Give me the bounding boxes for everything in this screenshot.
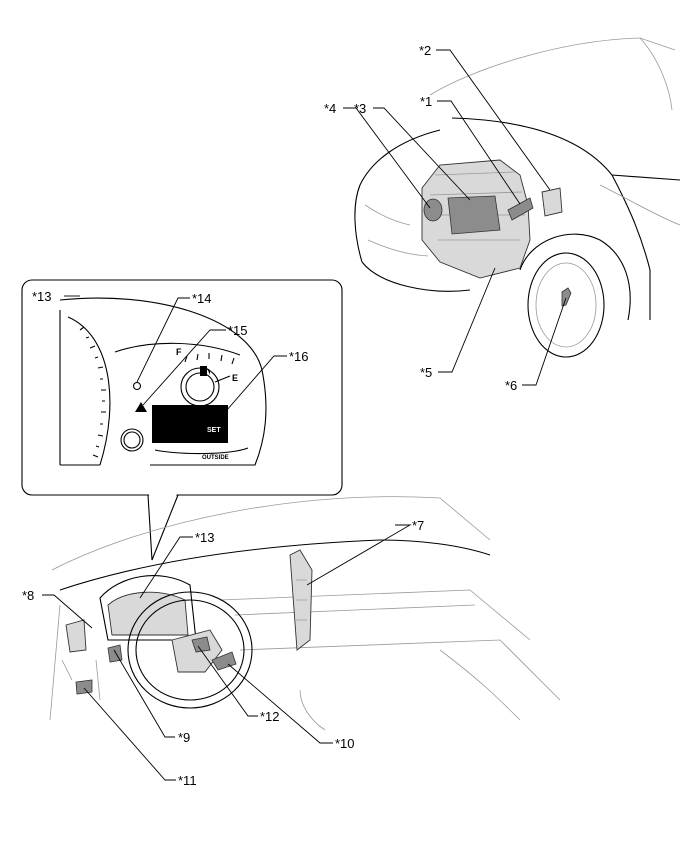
- callout-7: *7: [412, 518, 424, 533]
- callout-2: *2: [419, 43, 431, 58]
- callout-1: *1: [420, 94, 432, 109]
- callout-15: *15: [228, 323, 248, 338]
- callout-5: *5: [420, 365, 432, 380]
- callout-16: *16: [289, 349, 309, 364]
- callout-14: *14: [192, 291, 212, 306]
- callout-13-inset: *13: [32, 289, 52, 304]
- dashboard-view: [49, 496, 561, 731]
- display-set-label: SET: [207, 427, 221, 434]
- callout-labels: *1 *2 *3 *4 *5 *6 *7 *8 *9 *10 *11 *12 *…: [22, 43, 517, 788]
- callout-4: *4: [324, 101, 336, 116]
- master-warning-icon: [135, 402, 147, 412]
- callout-10: *10: [335, 736, 355, 751]
- fuel-full-label: F: [176, 347, 182, 357]
- relay-block-part: [541, 187, 563, 217]
- callout-11: *11: [178, 773, 197, 788]
- callout-6: *6: [505, 378, 517, 393]
- leader-lines: [42, 49, 567, 781]
- callout-8: *8: [22, 588, 34, 603]
- outside-label: OUTSIDE: [202, 455, 229, 461]
- multi-information-display: [152, 405, 228, 443]
- combination-meter-inset: F E SET OUTSIDE: [21, 279, 343, 561]
- combination-meter-part: [107, 591, 189, 636]
- trip-knob: [120, 428, 144, 452]
- indicator-lamp-icon: [132, 381, 142, 391]
- callout-13: *13: [195, 530, 215, 545]
- callout-9: *9: [178, 730, 190, 745]
- brake-switch-part: [75, 679, 93, 695]
- speedometer-ticks: [79, 326, 106, 458]
- fuel-empty-label: E: [232, 373, 238, 383]
- vehicle-front-view: [354, 37, 681, 358]
- callout-3: *3: [354, 101, 366, 116]
- callout-12: *12: [260, 709, 280, 724]
- speed-sensor-part: [561, 287, 572, 307]
